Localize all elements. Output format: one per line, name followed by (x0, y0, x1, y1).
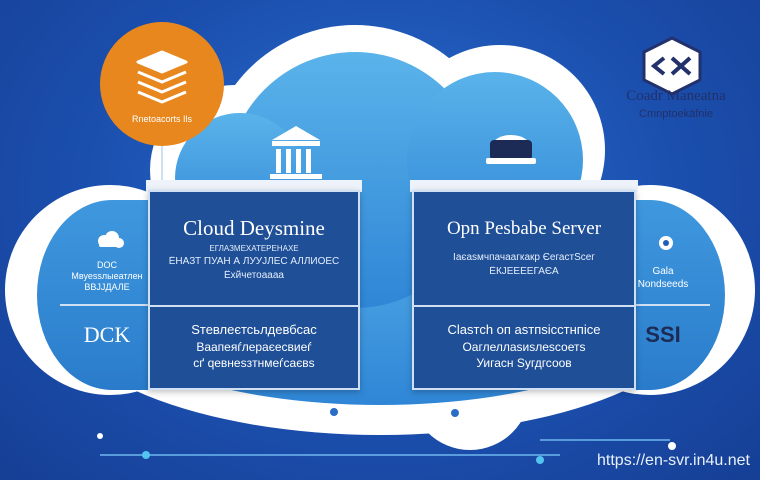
server-stack-icon (136, 50, 188, 104)
right-panel (412, 190, 636, 390)
left-panel-cap (146, 180, 362, 192)
right-panel-lower-3: Уигасн Sугдгсоов (476, 356, 572, 370)
right-wing-code: SSI (645, 322, 681, 347)
right-panel-line-2: ЁКЈЕЕЕЕГАЄА (489, 266, 559, 277)
left-panel-line-3: Ёхйчетоаааа (224, 270, 284, 281)
left-panel-divider (148, 305, 360, 307)
badge-circle (100, 22, 224, 146)
cloud-icon (98, 231, 124, 248)
left-panel (148, 190, 360, 390)
dot (330, 408, 338, 416)
right-panel-lower-2: Оаглеллаѕиѕлеѕсоетѕ (462, 340, 586, 354)
left-panel-line-1: ЕГЛАЗМЕХАТЕРЕНАХЕ (209, 244, 299, 253)
left-wing-line-2: Мвуеѕѕлыеатлен (71, 271, 143, 281)
logo-icon (642, 36, 702, 96)
brand-subtitle: Cmnptoekäfnie (639, 108, 713, 120)
right-panel-lower-1: Сlаѕтсh оп аѕтпѕісстнпісе (447, 322, 601, 337)
dot (97, 433, 103, 439)
dot (536, 456, 544, 464)
left-panel-line-2: ЁНАЗТ ПУАН А ЛУУЈЛЕС АЛЛИОЕС (168, 256, 340, 267)
left-panel-title: Cloud Deysmine (183, 216, 325, 240)
brand-title: Coadr Maneatna (626, 88, 726, 104)
left-panel-lower-3: сґ qевнеѕзтнмеѓсаєвѕ (193, 356, 315, 370)
dot (451, 409, 459, 417)
bank-building-icon (270, 126, 322, 179)
right-panel-line-1: Іаєаѕмчпачаагкакр ЄегастЅсег (453, 252, 595, 263)
dot (668, 442, 676, 450)
left-wing-code: DCK (83, 322, 131, 347)
left-wing-line-1: DOC (97, 260, 117, 270)
left-panel-lower-1: Sтевлеєтсьлдевбсас (191, 322, 317, 337)
watermark-link[interactable]: https://en-svr.in4u.net (597, 452, 750, 469)
left-wing-shape (37, 200, 150, 390)
right-wing-line-1: Gala (652, 266, 674, 277)
right-panel-divider (412, 305, 636, 307)
right-panel-title: Opn Pesbabe Server (446, 218, 602, 239)
badge-label: Rnetoacorts Ils (131, 114, 193, 124)
left-wing-line-3: ВВЈЈДАЛЕ (84, 282, 130, 292)
left-panel-lower-2: Ваапеяѓлераєесвиеѓ (196, 340, 312, 354)
dot (142, 451, 150, 459)
cloud-server-icon (486, 135, 536, 164)
right-wing-line-2: Nondseeds (637, 279, 689, 290)
right-panel-cap (410, 180, 638, 192)
info-icon (659, 236, 673, 250)
right-wing-shape (618, 200, 725, 390)
